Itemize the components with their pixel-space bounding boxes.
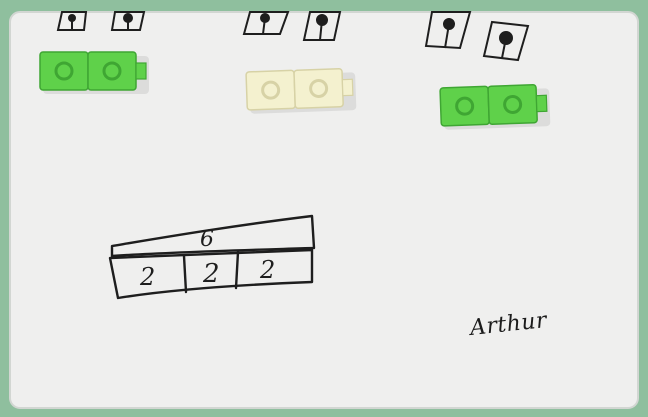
cube-connector bbox=[342, 79, 353, 95]
bar-model-part-label: 2 bbox=[202, 259, 220, 289]
bar-model-part-label: 2 bbox=[259, 256, 275, 284]
cube-connector bbox=[136, 63, 146, 79]
cube-connector bbox=[536, 95, 547, 111]
linking-cube bbox=[488, 85, 537, 125]
linking-cube bbox=[294, 69, 343, 109]
linking-cube bbox=[88, 52, 136, 90]
linking-cube bbox=[246, 70, 295, 110]
linking-cube bbox=[440, 86, 489, 126]
cube-pair bbox=[440, 84, 550, 130]
linking-cube bbox=[40, 52, 88, 90]
cube-pair bbox=[246, 68, 356, 114]
bar-model-part-label: 2 bbox=[139, 263, 155, 291]
cube-pair bbox=[40, 52, 149, 94]
bar-model-total-label: 6 bbox=[200, 227, 214, 252]
